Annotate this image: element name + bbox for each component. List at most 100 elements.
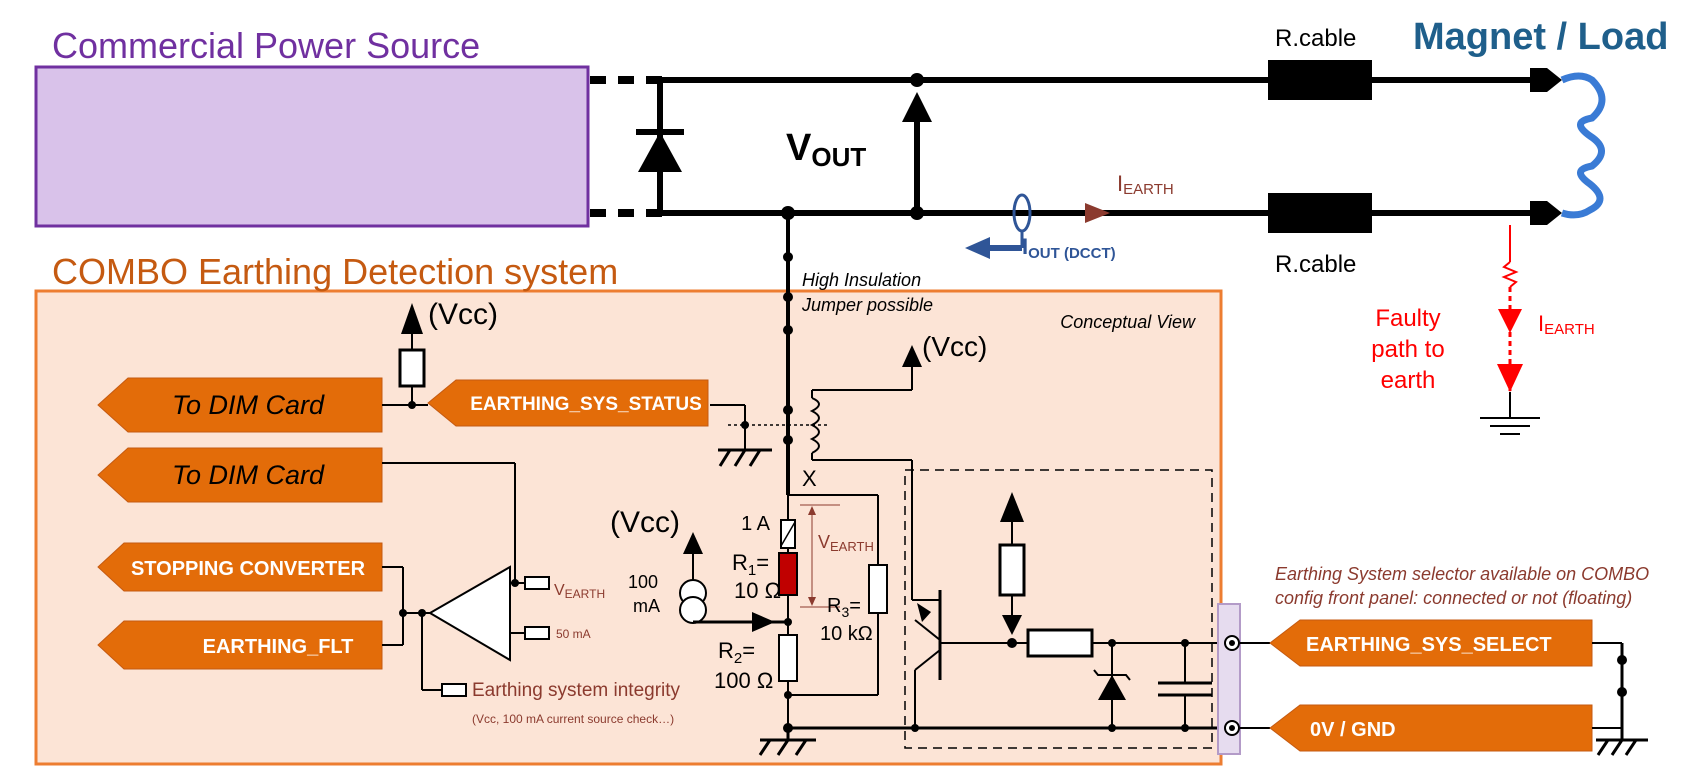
gnd-dot (1108, 724, 1116, 732)
iearth-label: IEARTH (1117, 171, 1174, 198)
fuse-slash (780, 521, 796, 547)
faulty-path-line-3: earth (1381, 367, 1436, 394)
ground-hatch (1596, 739, 1610, 756)
x-label: X (802, 466, 817, 491)
magnet-coil-icon (1560, 72, 1606, 219)
r1-label: R1= (732, 550, 769, 579)
gnd-dot (911, 724, 919, 732)
vcc-arrow-icon (401, 303, 423, 334)
r3-resistor (868, 564, 888, 614)
bus-dot (783, 435, 793, 445)
pullup-arrow-icon (1002, 615, 1022, 635)
ground-hatch (1624, 739, 1638, 756)
gnd-signal-label: 0V / GND (1310, 719, 1396, 741)
vcc-label-1: (Vcc) (428, 298, 498, 331)
power-source-box (34, 65, 590, 228)
vearth-input-terminal (524, 576, 550, 590)
ground-hatch (748, 449, 762, 467)
earthing-sys-select-label: EARTHING_SYS_SELECT (1306, 634, 1552, 656)
bus-dot (783, 325, 793, 335)
jumper-possible-label: Jumper possible (801, 295, 933, 315)
to-dim-card-2-label: To DIM Card (172, 460, 325, 490)
earthing-sys-status-signal[interactable] (427, 379, 709, 427)
r2-label: R2= (718, 638, 755, 667)
zener-diode-icon (1098, 675, 1126, 700)
status-pullup-resistor (398, 348, 426, 388)
ground-hatch (733, 449, 747, 467)
power-source-title: Commercial Power Source (52, 25, 480, 66)
vcc-label-2: (Vcc) (610, 506, 680, 539)
vcc-label-3: (Vcc) (922, 331, 987, 362)
load-terminal-bottom (1530, 201, 1562, 225)
vcc-arrow-icon (1000, 492, 1024, 522)
r-cable-top-label: R.cable (1275, 25, 1356, 52)
r2-value: 100 Ω (714, 668, 773, 693)
r1-resistor (778, 552, 798, 596)
vearth-r-label: VEARTH (818, 532, 874, 554)
r-cable-bottom-label: R.cable (1275, 251, 1356, 278)
jumper-dot (1617, 655, 1627, 665)
transistor-arrow (917, 603, 931, 622)
vout-arrow-icon (902, 92, 932, 122)
r-cable-bottom (1268, 193, 1372, 233)
vcc-arrow-icon (683, 532, 703, 554)
junction-dot (1007, 638, 1017, 648)
integrity-terminal (441, 683, 467, 697)
transformer-coil-icon (809, 397, 820, 454)
fault-iearth-label: IEARTH (1538, 311, 1595, 338)
iout-arrow-icon (965, 237, 990, 259)
comparator-icon (428, 565, 511, 662)
selector-note-2: config front panel: connected or not (fl… (1275, 588, 1632, 608)
combo-box (34, 289, 1223, 766)
junction-dot (910, 206, 924, 220)
conceptual-view-label: Conceptual View (1060, 312, 1196, 332)
integrity-label: Earthing system integrity (472, 680, 681, 701)
selector-note-1: Earthing System selector available on CO… (1275, 564, 1649, 584)
r3-label: R3= (827, 595, 861, 620)
50ma-input-terminal (524, 626, 550, 640)
comp-50ma-label: 50 mA (556, 627, 591, 641)
chain-dot (784, 691, 792, 699)
pullup-resistor (998, 543, 1026, 597)
r3-value: 10 kΩ (820, 623, 873, 645)
vearth-arrow-head (808, 597, 816, 606)
status-dot (741, 421, 749, 429)
connector-pin (1229, 725, 1235, 731)
r1-value: 10 Ω (734, 578, 781, 603)
series-resistor (1026, 628, 1094, 658)
current-source-ring (679, 596, 707, 624)
jumper-dot (1617, 687, 1627, 697)
earthing-flt-label: EARTHING_FLT (203, 636, 354, 658)
stopping-converter-label: STOPPING CONVERTER (131, 558, 366, 580)
to-dim-card-1-label: To DIM Card (172, 390, 325, 420)
ground-hatch (1610, 739, 1624, 756)
integrity-note: (Vcc, 100 mA current source check…) (472, 712, 674, 726)
ground-hatch (794, 739, 808, 756)
vcc-arrow-icon (902, 345, 922, 367)
vout-label: VOUT (786, 127, 866, 172)
r-cable-top (1268, 60, 1372, 100)
to-dim-card-2-signal[interactable] (97, 447, 383, 503)
connector-pin (1229, 640, 1235, 646)
junction-dot (781, 206, 795, 220)
bus-dot (783, 292, 793, 302)
fault-arrow-icon (1498, 309, 1522, 333)
iout-label: IOUT (DCCT) (1022, 234, 1116, 262)
gnd-dot (1181, 724, 1189, 732)
high-insulation-label: High Insulation (802, 270, 921, 290)
r2-resistor (778, 634, 798, 682)
ground-hatch (718, 449, 732, 467)
zener-bar (1093, 669, 1131, 681)
comp-vearth-label: VEARTH (554, 582, 605, 601)
transistor-leg (914, 649, 941, 671)
current-source-unit: mA (633, 596, 660, 616)
load-terminal-top (1530, 68, 1562, 92)
faulty-path-line-1: Faulty (1375, 305, 1440, 332)
transistor-leg (914, 619, 941, 641)
magnet-load-title: Magnet / Load (1413, 16, 1668, 58)
fault-zigzag (1501, 261, 1519, 288)
iearth-arrow-icon (1085, 203, 1110, 223)
fuse-label: 1 A (741, 513, 771, 535)
ground-hatch (776, 739, 790, 756)
